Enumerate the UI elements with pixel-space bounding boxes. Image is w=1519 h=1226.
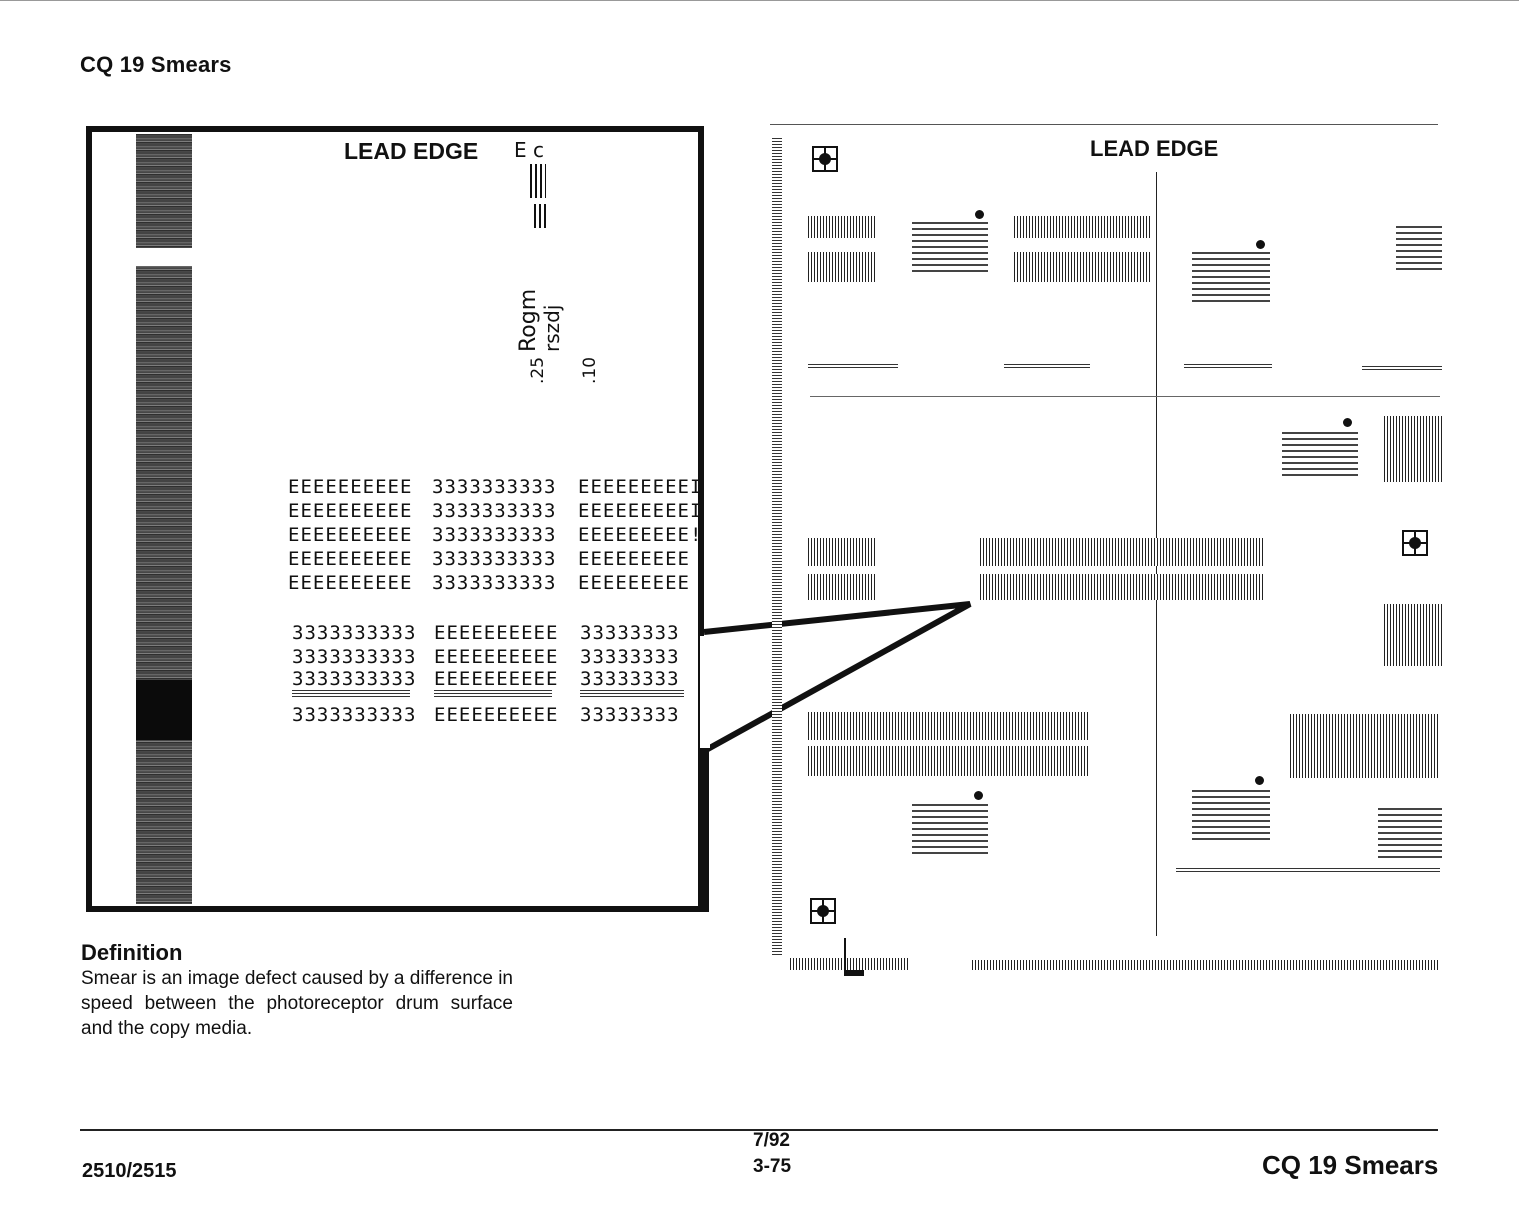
line-block-smear-area <box>980 574 1264 600</box>
registration-target-icon <box>1402 530 1428 556</box>
text-block <box>1378 808 1442 858</box>
page-title: CQ 19 Smears <box>80 52 232 77</box>
text-block <box>1192 252 1270 306</box>
small-text-row <box>808 364 898 370</box>
line-block <box>808 538 876 566</box>
registration-target-icon <box>810 898 836 924</box>
row-b2-c3: 33333333 <box>580 646 680 668</box>
line-block <box>808 252 876 282</box>
row-a3-c1: EEEEEEEEEE <box>288 524 413 546</box>
line-block <box>808 574 876 600</box>
top-rule <box>0 0 1519 1</box>
row-b1-c3: 33333333 <box>580 622 680 644</box>
row-b4-c2: EEEEEEEEEE <box>434 704 559 726</box>
bottom-scale <box>972 960 1440 970</box>
text-block <box>1396 226 1442 274</box>
callout-line-pair-2 <box>534 204 548 228</box>
text-block <box>912 222 988 276</box>
row-a4-c2: 3333333333 <box>432 548 557 570</box>
smear-dark-band <box>136 680 192 740</box>
definition-heading: Definition <box>81 940 183 965</box>
row-a3-c3: EEEEEEEEE! <box>578 524 703 546</box>
smeared-row-2 <box>434 690 552 698</box>
dot-marker <box>975 210 984 219</box>
line-block <box>1384 604 1442 666</box>
row-a4-c3: EEEEEEEEE <box>578 548 690 570</box>
definition-body: Smear is an image defect caused by a dif… <box>81 968 513 1039</box>
row-a2-c3: EEEEEEEEEI <box>578 500 703 522</box>
line-block <box>1384 416 1442 482</box>
callout-line-pair-1 <box>530 164 546 198</box>
small-text-row <box>1184 364 1272 370</box>
row-b4-c1: 3333333333 <box>292 704 417 726</box>
pattern-lead-edge-label: LEAD EDGE <box>1090 136 1219 161</box>
row-a5-c2: 3333333333 <box>432 572 557 594</box>
footer-model: 2510/2515 <box>82 1160 177 1182</box>
smeared-row-1 <box>292 690 410 698</box>
row-a2-c2: 3333333333 <box>432 500 557 522</box>
row-a4-c1: EEEEEEEEEE <box>288 548 413 570</box>
line-block <box>808 712 1090 740</box>
callout-mark: E c <box>514 138 544 162</box>
text-block <box>1282 432 1358 480</box>
small-text-row <box>1176 868 1440 872</box>
row-b3-c1: 3333333333 <box>292 668 417 690</box>
pattern-top-edge <box>770 124 1438 125</box>
footer-rule <box>80 1129 1438 1131</box>
pattern-horizontal-line <box>810 396 1440 397</box>
scale-index-mark <box>844 938 864 976</box>
row-b1-c2: EEEEEEEEEE <box>434 622 559 644</box>
row-b3-c2: EEEEEEEEEE <box>434 668 559 690</box>
registration-target-icon <box>812 146 838 172</box>
small-text-row <box>1004 364 1090 370</box>
row-a1-c3: EEEEEEEEEI <box>578 476 703 498</box>
footer-page-number: 3-75 <box>753 1156 792 1177</box>
row-b2-c2: EEEEEEEEEE <box>434 646 559 668</box>
line-block <box>808 746 1090 776</box>
bottom-scale <box>790 958 908 970</box>
footer-section-title: CQ 19 Smears <box>1262 1150 1439 1180</box>
row-a1-c1: EEEEEEEEEE <box>288 476 413 498</box>
dot-marker <box>1255 776 1264 785</box>
line-block <box>1014 216 1152 238</box>
row-a5-c1: EEEEEEEEEE <box>288 572 413 594</box>
row-a3-c2: 3333333333 <box>432 524 557 546</box>
line-block <box>808 216 876 238</box>
row-b3-c3: 33333333 <box>580 668 680 690</box>
footer-date: 7/92 <box>753 1130 790 1151</box>
text-block <box>912 804 988 856</box>
dot-marker <box>1256 240 1265 249</box>
dot-marker <box>1343 418 1352 427</box>
row-a1-c2: 3333333333 <box>432 476 557 498</box>
row-b2-c1: 3333333333 <box>292 646 417 668</box>
line-block-smear-area <box>980 538 1264 566</box>
text-block <box>1192 790 1270 844</box>
line-block <box>1014 252 1152 282</box>
small-text-row <box>1362 366 1442 372</box>
smear-strip-gap <box>136 248 192 266</box>
row-a5-c3: EEEEEEEEE <box>578 572 690 594</box>
callout-lead-edge-label: LEAD EDGE <box>344 138 479 164</box>
line-block <box>1290 714 1440 778</box>
row-b4-c3: 33333333 <box>580 704 680 726</box>
dot-marker <box>974 791 983 800</box>
row-a2-c1: EEEEEEEEEE <box>288 500 413 522</box>
row-b1-c1: 3333333333 <box>292 622 417 644</box>
smeared-row-3 <box>580 690 684 698</box>
pattern-left-scale <box>772 138 782 956</box>
